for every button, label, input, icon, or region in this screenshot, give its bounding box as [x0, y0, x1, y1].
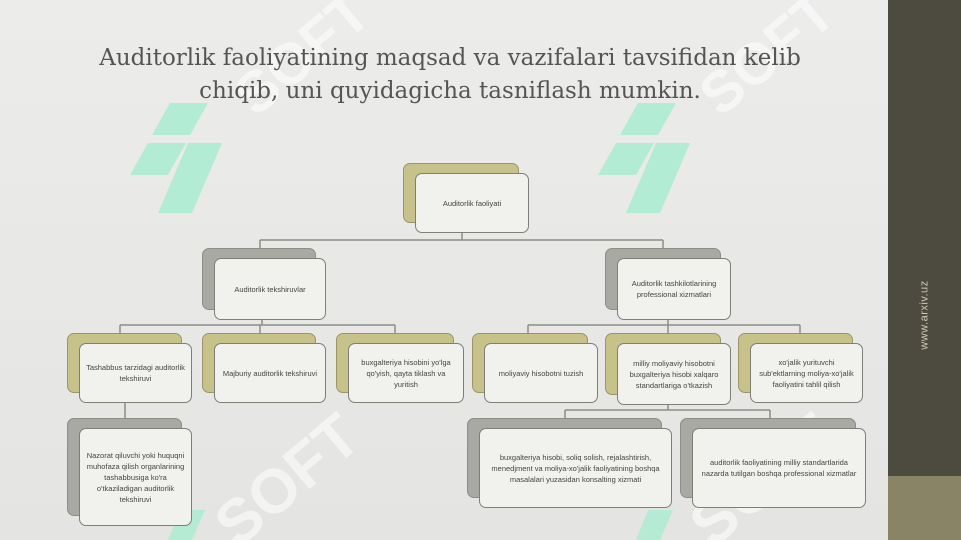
right-sidebar [888, 0, 961, 540]
node-root: Auditorlik faoliyati [403, 163, 529, 233]
node-label: buxgalteriya hisobini yo'lga qo'yish, qa… [348, 343, 464, 403]
slide-title: Auditorlik faoliyatining maqsad va vazif… [60, 42, 840, 108]
node-label: Nazorat qiluvchi yoki huquqni muhofaza q… [79, 428, 192, 526]
diagram-connectors [119, 228, 801, 418]
node-label: xo'jalik yurituvchi sub'ektlarning moliy… [750, 343, 863, 403]
title-line-2: chiqib, uni quyidagicha tasniflash mumki… [199, 78, 701, 104]
node-tashabbus: Tashabbus tarzidagi auditorlik tekshiruv… [67, 333, 192, 403]
node-label: Auditorlik tashkilotlarining professiona… [617, 258, 731, 320]
node-tahlil: xo'jalik yurituvchi sub'ektlarning moliy… [738, 333, 863, 403]
node-auditorlik-tekshiruvlar: Auditorlik tekshiruvlar [202, 248, 326, 320]
node-moliyaviy-hisobot: moliyaviy hisobotni tuzish [472, 333, 598, 403]
node-label: Majburiy auditorlik tekshiruvi [214, 343, 326, 403]
node-buxgalteriya-yuritish: buxgalteriya hisobini yo'lga qo'yish, qa… [336, 333, 464, 403]
title-line-1: Auditorlik faoliyatining maqsad va vazif… [99, 45, 801, 71]
node-label: auditorlik faoliyatining milliy standart… [692, 428, 866, 508]
node-label: milliy moliyaviy hisobotni buxgalteriya … [617, 343, 731, 405]
node-label: moliyaviy hisobotni tuzish [484, 343, 598, 403]
node-majburiy: Majburiy auditorlik tekshiruvi [202, 333, 326, 403]
sidebar-watermark-text: www.arxiv.uz [919, 280, 931, 350]
node-label: Tashabbus tarzidagi auditorlik tekshiruv… [79, 343, 192, 403]
right-sidebar-accent [888, 476, 961, 540]
node-label: Auditorlik tekshiruvlar [214, 258, 326, 320]
node-label: Auditorlik faoliyati [415, 173, 529, 233]
node-label: buxgalteriya hisobi, soliq solish, rejal… [479, 428, 672, 508]
node-boshqa-xizmatlar: auditorlik faoliyatining milliy standart… [680, 418, 866, 508]
node-nazorat: Nazorat qiluvchi yoki huquqni muhofaza q… [67, 418, 192, 526]
node-professional-xizmatlar: Auditorlik tashkilotlarining professiona… [605, 248, 731, 320]
node-xalqaro-standartlar: milliy moliyaviy hisobotni buxgalteriya … [605, 333, 731, 405]
sidebar-watermark: www.arxiv.uz [893, 235, 957, 395]
node-konsalting: buxgalteriya hisobi, soliq solish, rejal… [467, 418, 672, 508]
